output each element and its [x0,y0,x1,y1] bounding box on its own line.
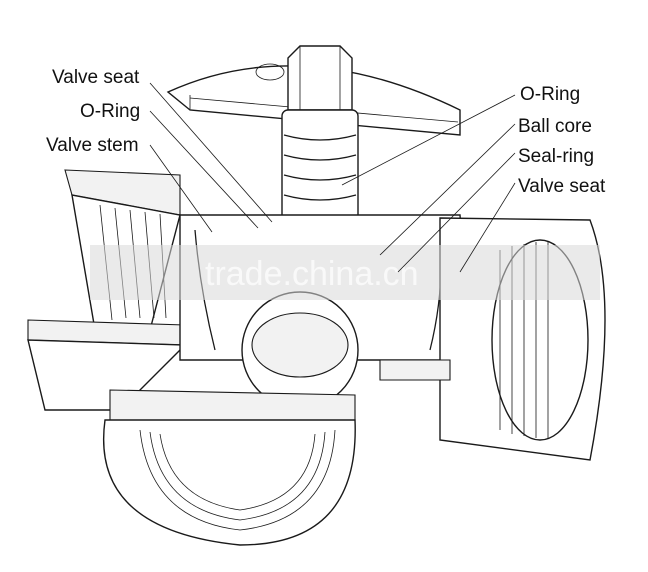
label-valve-stem: Valve stem [46,135,139,156]
label-o-ring-left: O-Ring [80,101,140,122]
leader-lines [149,82,516,273]
bottom-end-connection [103,389,356,546]
label-o-ring-right: O-Ring [520,84,580,105]
watermark-text: trade.china.cn [205,255,419,293]
label-ball-core: Ball core [518,116,592,137]
label-valve-seat-right: Valve seat [518,176,606,197]
valve-stem [281,45,359,231]
watermark-band [90,245,600,300]
label-seal-ring: Seal-ring [518,146,594,167]
label-valve-seat-left: Valve seat [52,67,140,88]
